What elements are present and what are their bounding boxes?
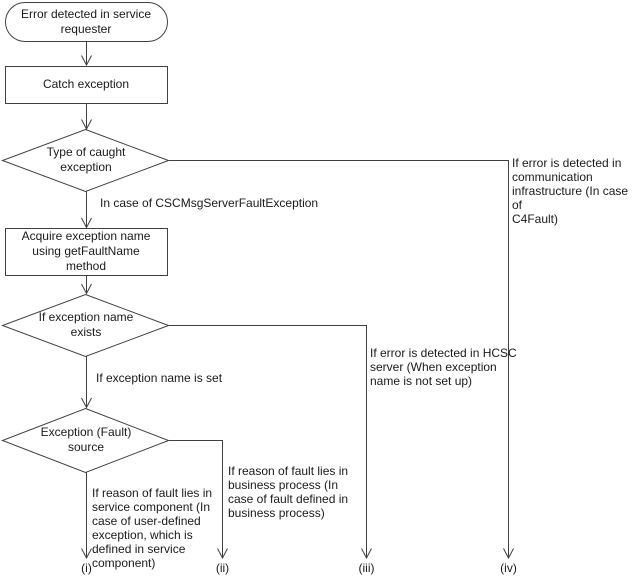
edge-label-outcome-iv: If error is detected in communication in… — [512, 156, 629, 226]
arrowhead-icon — [81, 217, 92, 229]
catch-exception-node-label: Catch exception — [42, 77, 130, 91]
connector-source-to-outcome-ii — [168, 440, 223, 558]
outcome-marker-ii: (ii) — [215, 561, 230, 575]
connector-exists-to-outcome-iii — [168, 325, 367, 558]
arrowhead-icon — [217, 548, 228, 560]
type-of-exception-node-label: Type of caught exception — [46, 145, 126, 174]
arrowhead-icon — [81, 119, 92, 131]
outcome-marker-i: (i) — [81, 561, 92, 575]
arrowhead-icon — [503, 548, 514, 560]
acquire-name-node-label: Acquire exception name using getFaultNam… — [21, 229, 151, 273]
type-of-exception-decision-shape — [1, 128, 170, 193]
outcome-marker-iv: (iv) — [500, 561, 517, 575]
arrowhead-icon — [361, 548, 372, 560]
edge-label-outcome-ii: If reason of fault lies in business proc… — [228, 464, 349, 520]
connector-type-to-outcome-iv — [168, 160, 509, 558]
outcome-marker-iii: (iii) — [358, 561, 375, 575]
fault-source-decision-shape — [1, 407, 170, 474]
arrowhead-icon — [81, 397, 92, 409]
name-exists-node-label: If exception name exists — [38, 310, 134, 339]
edge-label-outcome-i: If reason of fault lies in service compo… — [92, 486, 213, 570]
edge-label-outcome-iii: If error is detected in HCSC server (Whe… — [370, 346, 517, 388]
edge-label-name-set: If exception name is set — [96, 371, 223, 385]
arrowhead-icon — [81, 283, 92, 295]
fault-source-node-label: Exception (Fault) source — [40, 425, 132, 454]
arrowhead-icon — [81, 55, 92, 67]
arrowhead-icon — [81, 548, 92, 560]
edge-label-cscmsg-fault: In case of CSCMsgServerFaultException — [100, 196, 319, 210]
name-exists-decision-shape — [1, 293, 170, 358]
start-node-label: Error detected in service requester — [20, 6, 152, 36]
catch-exception-process-shape — [5, 66, 168, 104]
